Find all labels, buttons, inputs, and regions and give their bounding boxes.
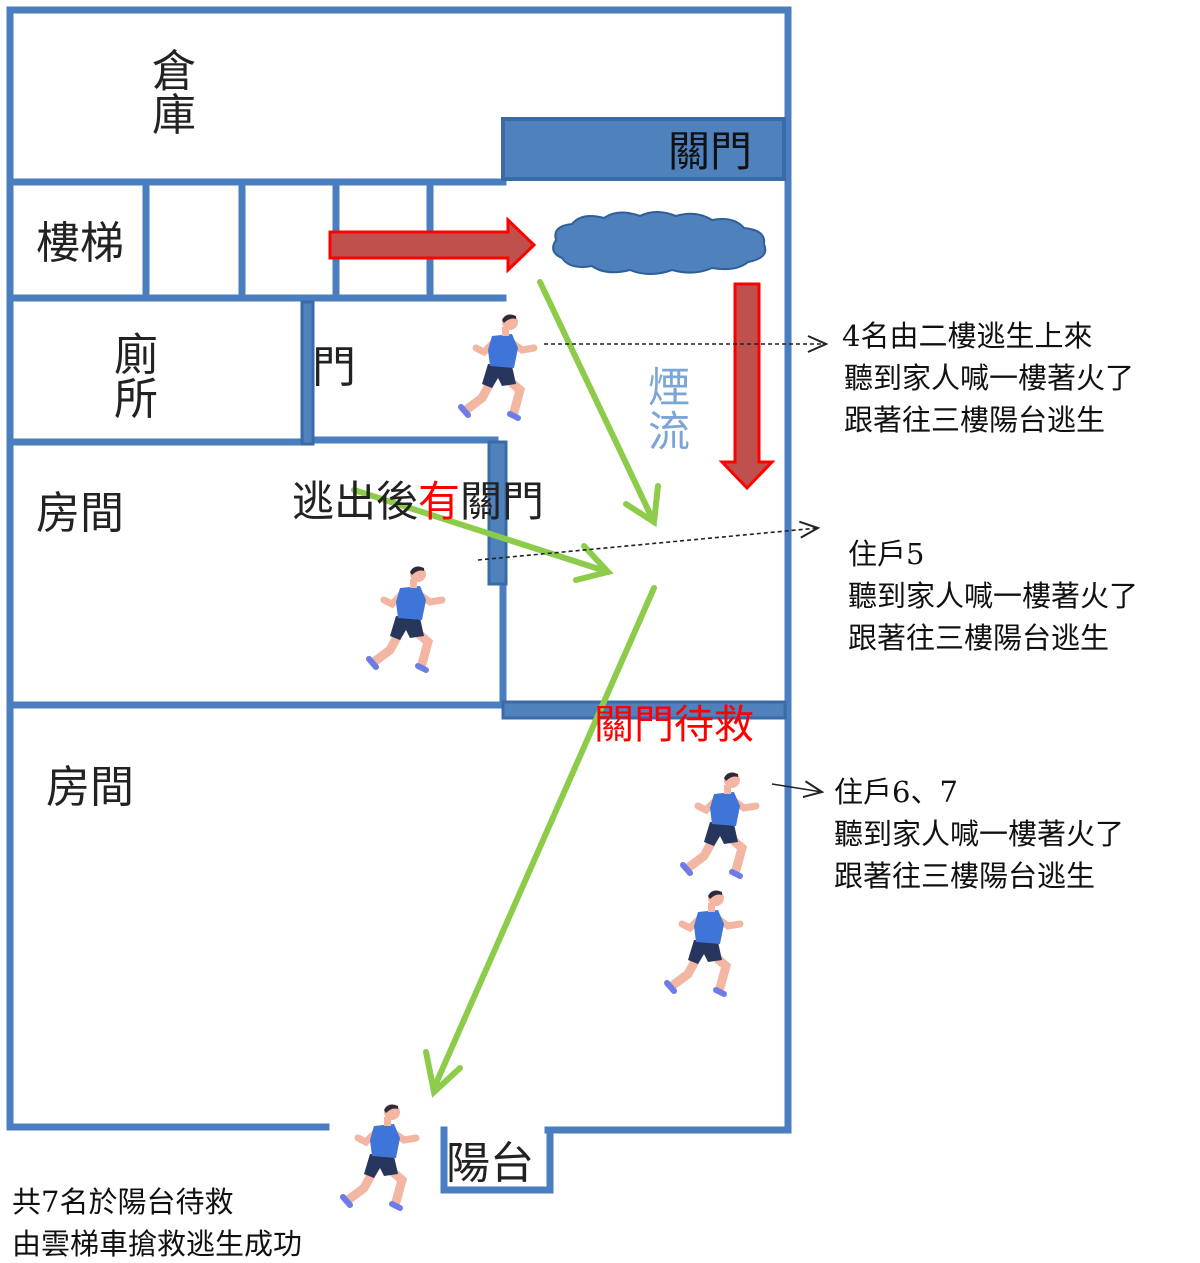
warehouse-label: 倉 — [152, 46, 196, 97]
svg-text:共7名於陽台待救: 共7名於陽台待救 — [12, 1185, 233, 1219]
toilet-label-2: 所 — [114, 374, 158, 425]
smoke-flow-label: 煙 — [648, 363, 690, 412]
svg-text:由雲梯車搶救逃生成功: 由雲梯車搶救逃生成功 — [12, 1227, 302, 1261]
svg-text:跟著往三樓陽台逃生: 跟著往三樓陽台逃生 — [834, 859, 1095, 893]
room-door — [487, 440, 508, 586]
door-label: 門 — [312, 342, 356, 393]
runner-icon — [343, 1104, 416, 1208]
escape-closed-label: 逃出後有關門 — [292, 477, 544, 526]
balcony-label: 陽台 — [446, 1138, 534, 1189]
building-walls — [6, 6, 792, 1194]
note-summary: 共7名於陽台待救 由雲梯車搶救逃生成功 — [12, 1185, 302, 1261]
svg-text:跟著往三樓陽台逃生: 跟著往三樓陽台逃生 — [848, 621, 1109, 655]
note-resident-5: 住戶5 聽到家人喊一樓著火了 跟著往三樓陽台逃生 — [848, 537, 1138, 655]
note-resident-6-7: 住戶6、7 聽到家人喊一樓著火了 跟著往三樓陽台逃生 — [834, 775, 1124, 893]
pointer-resident-6-7 — [771, 784, 822, 792]
smoke-arrow-down-icon — [718, 282, 776, 491]
smoke-arrow-right-icon — [328, 216, 537, 274]
close-wait-label: 關門待救 — [594, 702, 754, 748]
svg-text:住戶6、7: 住戶6、7 — [834, 775, 958, 809]
smoke-flow-label-2: 流 — [648, 407, 690, 456]
lower-closed-door — [501, 700, 787, 720]
svg-text:4名由二樓逃生上來: 4名由二樓逃生上來 — [842, 319, 1092, 353]
top-closed-door — [501, 117, 786, 181]
warehouse-label-2: 庫 — [152, 90, 196, 141]
runner-icon — [667, 890, 740, 994]
svg-text:聽到家人喊一樓著火了: 聽到家人喊一樓著火了 — [834, 817, 1124, 851]
close-door-top-label: 關門 — [668, 127, 752, 176]
runner-icon — [461, 314, 534, 418]
smoke-cloud-icon — [552, 211, 767, 275]
escape-route-arrows — [351, 279, 661, 1098]
room-top-label: 房間 — [36, 488, 124, 539]
note-group-4: 4名由二樓逃生上來 聽到家人喊一樓著火了 跟著往三樓陽台逃生 — [842, 319, 1134, 437]
svg-text:聽到家人喊一樓著火了: 聽到家人喊一樓著火了 — [844, 361, 1134, 395]
toilet-label: 廁 — [114, 330, 158, 381]
svg-text:跟著往三樓陽台逃生: 跟著往三樓陽台逃生 — [844, 403, 1105, 437]
svg-text:聽到家人喊一樓著火了: 聽到家人喊一樓著火了 — [848, 579, 1138, 613]
runner-icon — [369, 566, 442, 670]
toilet-door — [300, 300, 315, 446]
stairs-label: 樓梯 — [36, 218, 124, 269]
pointer-resident-5 — [477, 528, 818, 561]
runner-icon — [683, 772, 756, 876]
svg-text:住戶5: 住戶5 — [848, 537, 924, 571]
room-bottom-label: 房間 — [46, 762, 134, 813]
